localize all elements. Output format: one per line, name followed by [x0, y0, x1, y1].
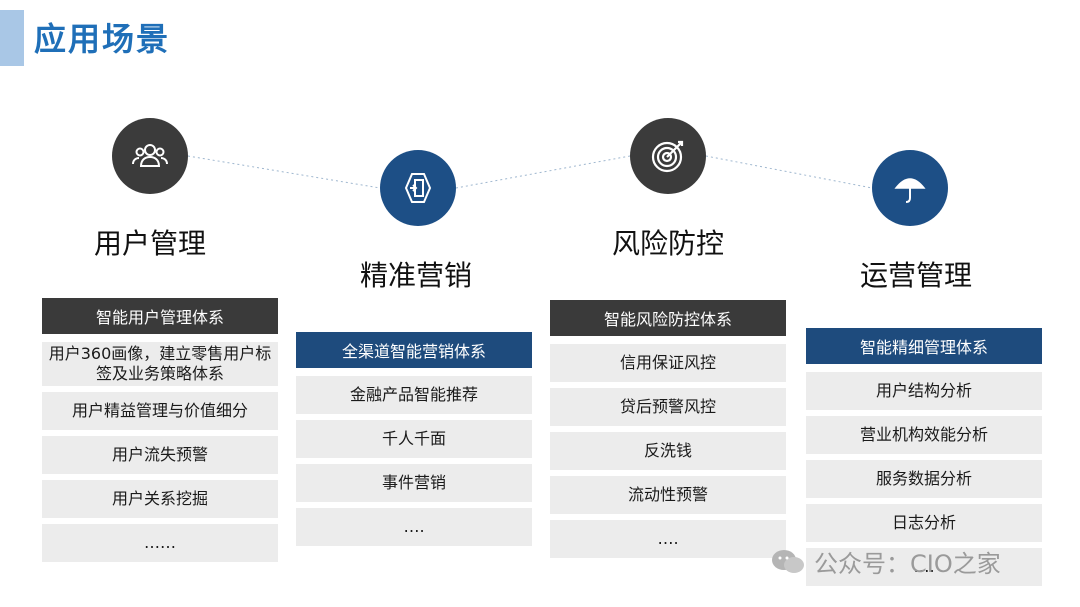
category-title-risk-control: 风险防控: [611, 227, 724, 260]
list-item: 用户精益管理与价值细分: [42, 392, 278, 430]
list-item: 信用保证风控: [550, 344, 786, 382]
target-icon: [630, 118, 706, 194]
users-icon: [112, 118, 188, 194]
column-header: 智能风险防控体系: [550, 300, 786, 336]
title-accent-bar: [0, 10, 24, 66]
watermark: 公众号：CIO之家: [770, 544, 1001, 579]
list-item: 流动性预警: [550, 476, 786, 514]
category-title-user-management: 用户管理: [93, 227, 206, 260]
category-title-precision-marketing: 精准营销: [359, 259, 472, 292]
watermark-text: 公众号：CIO之家: [814, 550, 1001, 578]
list-item: 反洗钱: [550, 432, 786, 470]
list-item: ….: [296, 508, 532, 546]
wechat-icon: [772, 549, 804, 573]
door-exit-icon: [380, 150, 456, 226]
list-item: 服务数据分析: [806, 460, 1042, 498]
list-item: 用户360画像，建立零售用户标签及业务策略体系: [42, 342, 278, 386]
list-item: ….: [550, 520, 786, 558]
list-item: 用户流失预警: [42, 436, 278, 474]
page-title: 应用场景: [34, 20, 171, 58]
column-header: 智能用户管理体系: [42, 298, 278, 334]
umbrella-icon: [872, 150, 948, 226]
column-header: 全渠道智能营销体系: [296, 332, 532, 368]
category-title-operations: 运营管理: [859, 259, 972, 292]
list-item: 贷后预警风控: [550, 388, 786, 426]
column-risk-control: 智能风险防控体系 信用保证风控 贷后预警风控 反洗钱 流动性预警 ….: [550, 300, 786, 564]
column-user-management: 智能用户管理体系 用户360画像，建立零售用户标签及业务策略体系 用户精益管理与…: [42, 298, 278, 568]
list-item: 千人千面: [296, 420, 532, 458]
list-item: 营业机构效能分析: [806, 416, 1042, 454]
column-precision-marketing: 全渠道智能营销体系 金融产品智能推荐 千人千面 事件营销 ….: [296, 332, 532, 552]
list-item: 金融产品智能推荐: [296, 376, 532, 414]
list-item: ……: [42, 524, 278, 562]
column-header: 智能精细管理体系: [806, 328, 1042, 364]
column-operations: 智能精细管理体系 用户结构分析 营业机构效能分析 服务数据分析 日志分析 ….: [806, 328, 1042, 592]
list-item: ….: [806, 548, 1042, 586]
list-item: 用户关系挖掘: [42, 480, 278, 518]
list-item: 事件营销: [296, 464, 532, 502]
list-item: 用户结构分析: [806, 372, 1042, 410]
list-item: 日志分析: [806, 504, 1042, 542]
